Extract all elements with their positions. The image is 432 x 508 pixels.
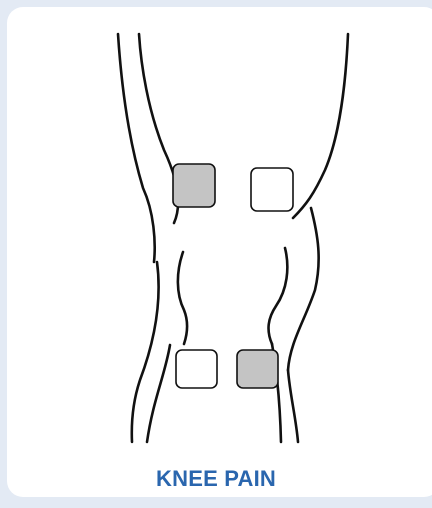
electrode-pad-upper-left [173,164,215,207]
electrode-pad-lower-left [176,350,217,388]
electrode-pad-upper-right [251,168,293,211]
shin-right-outer-line [288,370,298,442]
shin-left-outer-line [132,262,159,442]
electrode-pad-lower-right [237,350,278,388]
thigh-right-line [293,34,348,218]
knee-right-contour [288,208,319,370]
knee-right-inner-contour [269,248,288,344]
shin-left-inner-line [147,345,170,442]
thigh-left-outer-line [118,34,155,262]
knee-left-inner-contour [178,252,187,344]
caption-title: KNEE PAIN [0,466,432,492]
